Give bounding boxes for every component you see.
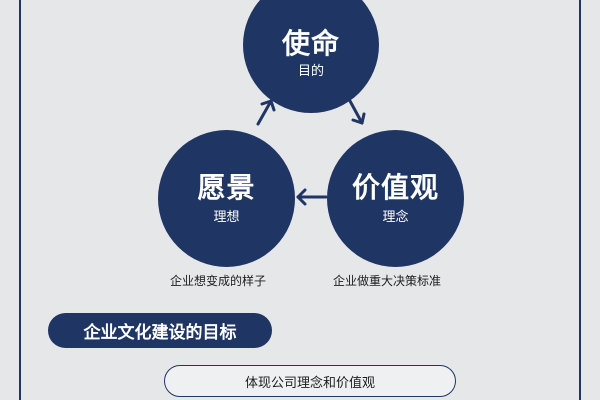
arrow-mission-to-values-icon: [348, 99, 366, 125]
vision-title: 愿景: [197, 170, 256, 204]
values-circle: 价值观 理念: [327, 130, 464, 267]
vision-subtitle: 理想: [213, 209, 240, 225]
mission-title: 使命: [281, 27, 340, 60]
arrow-vision-to-mission-icon: [256, 99, 276, 126]
mission-subtitle: 目的: [297, 64, 324, 79]
values-subtitle: 理念: [382, 209, 409, 225]
frame-line-left: [19, 0, 21, 400]
values-title: 价值观: [351, 170, 439, 204]
vision-caption: 企业想变成的样子: [170, 274, 267, 288]
section-heading: 企业文化建设的目标: [48, 313, 272, 348]
vision-circle: 愿景 理想: [158, 130, 295, 267]
mission-circle: 使命 目的: [243, 0, 379, 113]
values-caption: 企业做重大决策标准: [333, 274, 442, 288]
arrow-values-to-vision-icon: [296, 188, 328, 206]
goal-item: 体现公司理念和价值观: [164, 365, 456, 397]
frame-line-right: [579, 0, 581, 400]
